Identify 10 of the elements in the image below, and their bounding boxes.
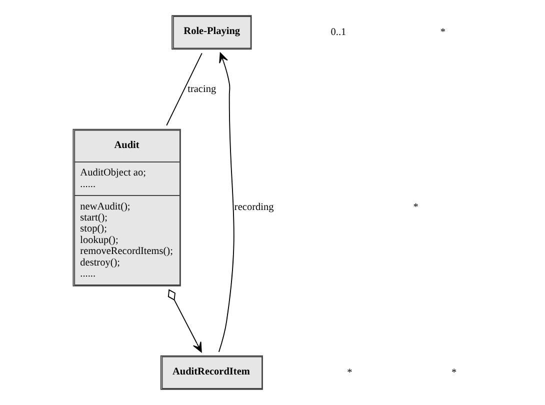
arrow xyxy=(218,52,234,352)
label: * xyxy=(452,367,457,378)
label: * xyxy=(413,202,418,214)
arrow xyxy=(168,289,202,352)
edge-label: tracing xyxy=(188,84,216,95)
label: * xyxy=(440,26,446,38)
edge-label: recording xyxy=(234,202,274,214)
label: * xyxy=(347,367,352,378)
label: 0..1 xyxy=(330,26,346,38)
connector xyxy=(166,52,202,126)
